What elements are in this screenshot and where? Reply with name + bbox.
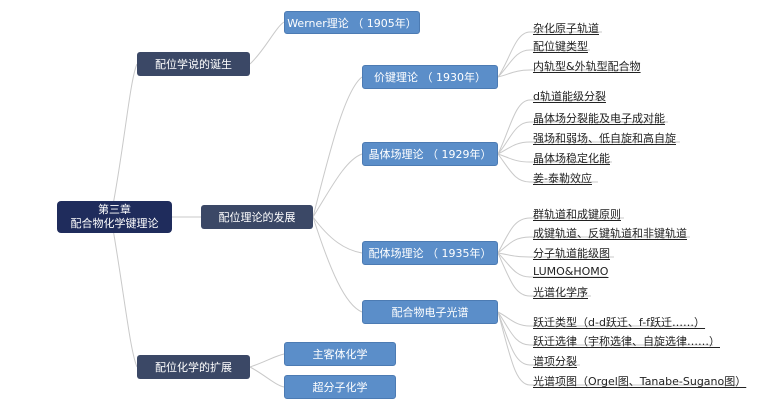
leaf-cf-1[interactable]: d轨道能级分裂 bbox=[533, 90, 606, 103]
sub-electronic-spectra[interactable]: 配合物电子光谱 bbox=[362, 300, 498, 324]
branch-birth-label: 配位学说的诞生 bbox=[155, 58, 232, 71]
sub-valence-bond[interactable]: 价键理论 （ 1930年） bbox=[362, 65, 498, 89]
sub-werner-label: Werner理论 （ 1905年） bbox=[287, 16, 417, 30]
sub-valence-bond-label: 价键理论 （ 1930年） bbox=[374, 71, 486, 84]
leaf-lf-1[interactable]: 群轨道和成键原则 bbox=[533, 208, 621, 221]
sub-crystal-field-label: 晶体场理论 （ 1929年） bbox=[368, 148, 492, 161]
leaf-lf-5[interactable]: 光谱化学序 bbox=[533, 286, 588, 299]
root-title-line2: 配合物化学键理论 bbox=[70, 217, 159, 230]
branch-development-label: 配位理论的发展 bbox=[218, 211, 296, 224]
leaf-spectra-2[interactable]: 跃迁选律（宇称选律、自旋选律……） bbox=[533, 335, 720, 348]
sub-supramolecular[interactable]: 超分子化学 bbox=[284, 375, 396, 399]
leaf-cf-4[interactable]: 晶体场稳定化能 bbox=[533, 152, 610, 165]
leaf-cf-2[interactable]: 晶体场分裂能及电子成对能 bbox=[533, 112, 665, 125]
leaf-spectra-3[interactable]: 谱项分裂 bbox=[533, 355, 577, 368]
branch-extension-label: 配位化学的扩展 bbox=[155, 361, 232, 374]
leaf-lf-3[interactable]: 分子轨道能级图 bbox=[533, 247, 610, 260]
leaf-vb-2[interactable]: 配位键类型 bbox=[533, 40, 588, 53]
leaf-cf-5[interactable]: 姜-泰勒效应 bbox=[533, 172, 592, 185]
leaf-spectra-4[interactable]: 光谱项图（Orgel图、Tanabe-Sugano图） bbox=[533, 375, 747, 388]
leaf-lf-4[interactable]: LUMO&HOMO bbox=[533, 265, 609, 278]
root-title-line1: 第三章 bbox=[98, 203, 131, 216]
leaf-vb-1[interactable]: 杂化原子轨道 bbox=[533, 22, 599, 35]
leaf-vb-3[interactable]: 内轨型&外轨型配合物 bbox=[533, 60, 641, 73]
sub-supramolecular-label: 超分子化学 bbox=[312, 381, 368, 394]
branch-extension[interactable]: 配位化学的扩展 bbox=[137, 355, 250, 379]
root-node[interactable]: 第三章 配合物化学键理论 bbox=[57, 201, 172, 233]
branch-development[interactable]: 配位理论的发展 bbox=[201, 205, 313, 229]
leaf-lf-2[interactable]: 成键轨道、反键轨道和非键轨道 bbox=[533, 227, 687, 240]
sub-host-guest-label: 主客体化学 bbox=[312, 348, 368, 361]
sub-electronic-spectra-label: 配合物电子光谱 bbox=[391, 306, 469, 319]
sub-ligand-field-label: 配体场理论 （ 1935年） bbox=[368, 247, 492, 260]
sub-crystal-field[interactable]: 晶体场理论 （ 1929年） bbox=[362, 142, 498, 166]
leaf-spectra-1[interactable]: 跃迁类型（d-d跃迁、f-f跃迁……） bbox=[533, 316, 706, 329]
sub-ligand-field[interactable]: 配体场理论 （ 1935年） bbox=[362, 241, 498, 265]
branch-birth[interactable]: 配位学说的诞生 bbox=[137, 52, 250, 76]
sub-host-guest[interactable]: 主客体化学 bbox=[284, 342, 396, 366]
sub-werner[interactable]: Werner理论 （ 1905年） bbox=[284, 11, 420, 34]
leaf-cf-3[interactable]: 强场和弱场、低自旋和高自旋 bbox=[533, 132, 676, 145]
